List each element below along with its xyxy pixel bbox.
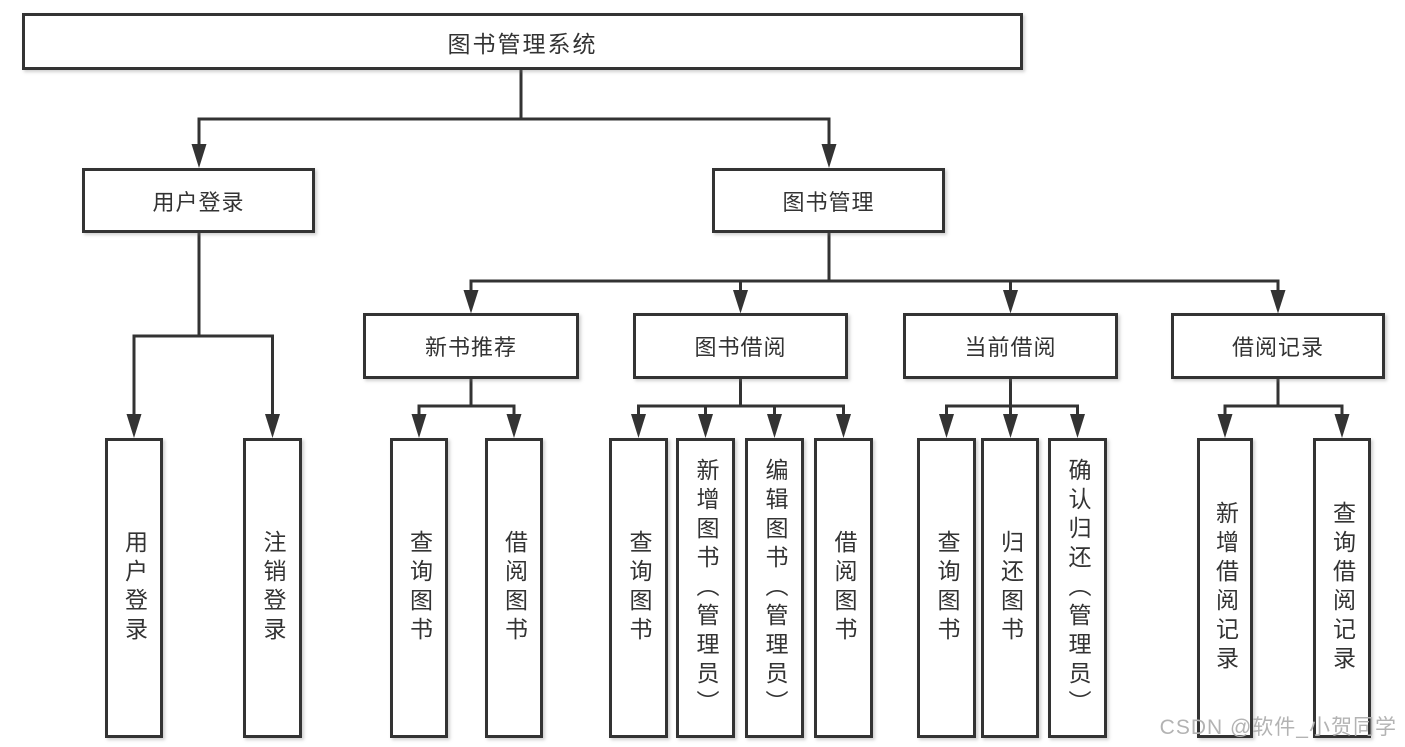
leaf-add-borrow-record-label: 新增借阅记录 [1212,501,1239,675]
node-book-management: 图书管理 [712,168,945,233]
leaf-query-borrow-record-label: 查询借阅记录 [1329,501,1356,675]
leaf-borrow-query-books: 查询图书 [609,438,668,738]
leaf-edit-books-admin: 编辑图书（管理员） [745,438,804,738]
leaf-borrow-books-label: 借阅图书 [831,530,857,646]
leaf-add-books-admin: 新增图书（管理员） [676,438,735,738]
leaf-edit-books-admin-label: 编辑图书（管理员） [762,457,788,719]
leaf-recommend-query-books: 查询图书 [390,438,448,738]
node-borrow-record: 借阅记录 [1171,313,1385,379]
leaf-current-query-books-label: 查询图书 [934,530,960,646]
leaf-logout-label: 注销登录 [260,530,286,646]
node-book-borrow: 图书借阅 [633,313,848,379]
leaf-recommend-borrow-books-label: 借阅图书 [501,530,528,646]
leaf-confirm-return-admin-label: 确认归还（管理员） [1065,457,1091,719]
node-root-library-system: 图书管理系统 [22,13,1023,70]
leaf-borrow-query-books-label: 查询图书 [626,530,652,646]
node-new-book-recommend: 新书推荐 [363,313,579,379]
leaf-confirm-return-admin: 确认归还（管理员） [1048,438,1107,738]
csdn-watermark: CSDN @软件_小贺同学 [1159,716,1397,739]
leaf-recommend-borrow-books: 借阅图书 [485,438,543,738]
leaf-user-login-label: 用户登录 [121,530,148,646]
leaf-borrow-books: 借阅图书 [814,438,873,738]
node-current-borrow: 当前借阅 [903,313,1118,379]
leaf-query-borrow-record: 查询借阅记录 [1313,438,1371,738]
node-user-login: 用户登录 [82,168,315,233]
leaf-add-borrow-record: 新增借阅记录 [1197,438,1253,738]
leaf-recommend-query-books-label: 查询图书 [406,530,433,646]
leaf-logout: 注销登录 [243,438,302,738]
leaf-return-books: 归还图书 [981,438,1039,738]
leaf-current-query-books: 查询图书 [917,438,976,738]
leaf-user-login: 用户登录 [105,438,163,738]
leaf-return-books-label: 归还图书 [997,530,1024,646]
leaf-add-books-admin-label: 新增图书（管理员） [693,457,719,719]
